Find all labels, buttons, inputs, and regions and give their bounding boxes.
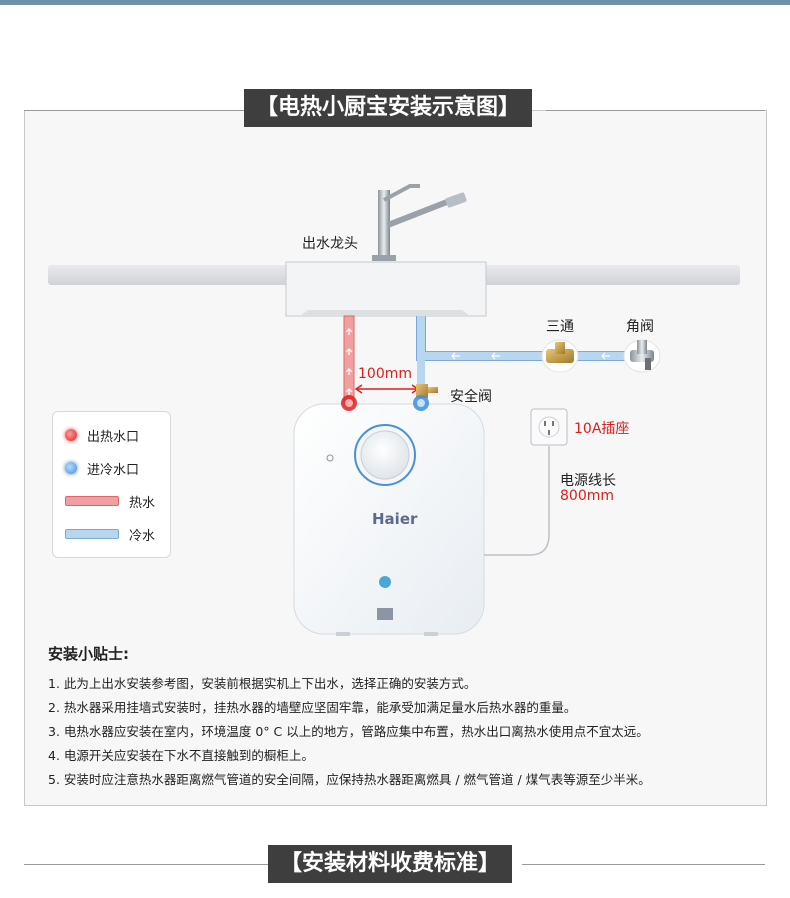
safety-valve-label: 安全阀 — [450, 389, 492, 405]
hot-pipe-icon — [65, 496, 119, 506]
legend-cold-water: 冷水 — [65, 524, 155, 544]
legend: 出热水口 进冷水口 热水 冷水 — [52, 411, 171, 558]
hot-water-pipe — [343, 315, 355, 403]
distance-label: 100mm — [358, 366, 412, 382]
cord-length: 800mm — [560, 488, 614, 504]
cord-label: 电源线长 — [560, 473, 616, 489]
section-title-fees: 【安装材料收费标准】 — [268, 845, 513, 883]
cold-inlet-core — [417, 399, 425, 407]
sink-bowl — [285, 261, 487, 317]
tip-item: 1. 此为上出水安装参考图，安装前根据实机上下出水，选择正确的安装方式。 — [48, 676, 477, 691]
cold-water-pipe — [416, 316, 630, 390]
diagram-title: 【电热小厨宝安装示意图】 — [244, 89, 533, 127]
hot-outlet-icon — [65, 429, 77, 441]
legend-cold-inlet: 进冷水口 — [65, 458, 139, 478]
faucet-label: 出水龙头 — [302, 236, 358, 252]
bottom-rule-right — [522, 864, 765, 865]
cold-pipe-icon — [65, 529, 119, 539]
legend-cold-water-label: 冷水 — [129, 528, 156, 544]
tip-item: 4. 电源开关应安装在下水不直接触到的橱柜上。 — [48, 748, 314, 763]
safety-valve — [416, 384, 438, 398]
legend-cold-inlet-label: 进冷水口 — [87, 462, 140, 478]
power-cord — [484, 446, 550, 556]
legend-hot-water-label: 热水 — [129, 495, 156, 511]
cold-inlet-icon — [65, 462, 77, 474]
distance-marker — [354, 384, 420, 394]
hot-outlet-core — [345, 399, 353, 407]
top-accent-bar — [0, 0, 790, 5]
legend-hot-outlet-label: 出热水口 — [87, 429, 140, 445]
title-rule-right — [546, 110, 765, 111]
bottom-rule-left — [24, 864, 268, 865]
brand-logo: Haier — [372, 510, 418, 528]
tee-label: 三通 — [546, 319, 574, 335]
water-heater — [293, 403, 485, 636]
installation-tips: 安装小贴士: 1. 此为上出水安装参考图，安装前根据实机上下出水，选择正确的安装… — [48, 643, 758, 792]
tip-item: 2. 热水器采用挂墙式安装时，挂热水器的墙壁应坚固牢靠，能承受加满足量水后热水器… — [48, 700, 577, 715]
tee-fitting — [541, 339, 579, 373]
angle-valve — [623, 339, 661, 373]
legend-hot-water: 热水 — [65, 491, 155, 511]
legend-hot-outlet: 出热水口 — [65, 425, 139, 445]
title-rule-left — [24, 110, 244, 111]
tip-item: 5. 安装时应注意热水器距离燃气管道的安全间隔，应保持热水器距离燃具 / 燃气管… — [48, 772, 651, 787]
angle-valve-label: 角阀 — [626, 319, 654, 335]
socket-label: 10A插座 — [574, 421, 630, 437]
faucet — [372, 184, 467, 261]
tips-heading: 安装小贴士: — [48, 645, 129, 663]
tip-item: 3. 电热水器应安装在室内，环境温度 0° C 以上的地方，管路应集中布置，热水… — [48, 724, 649, 739]
power-socket — [530, 408, 568, 446]
